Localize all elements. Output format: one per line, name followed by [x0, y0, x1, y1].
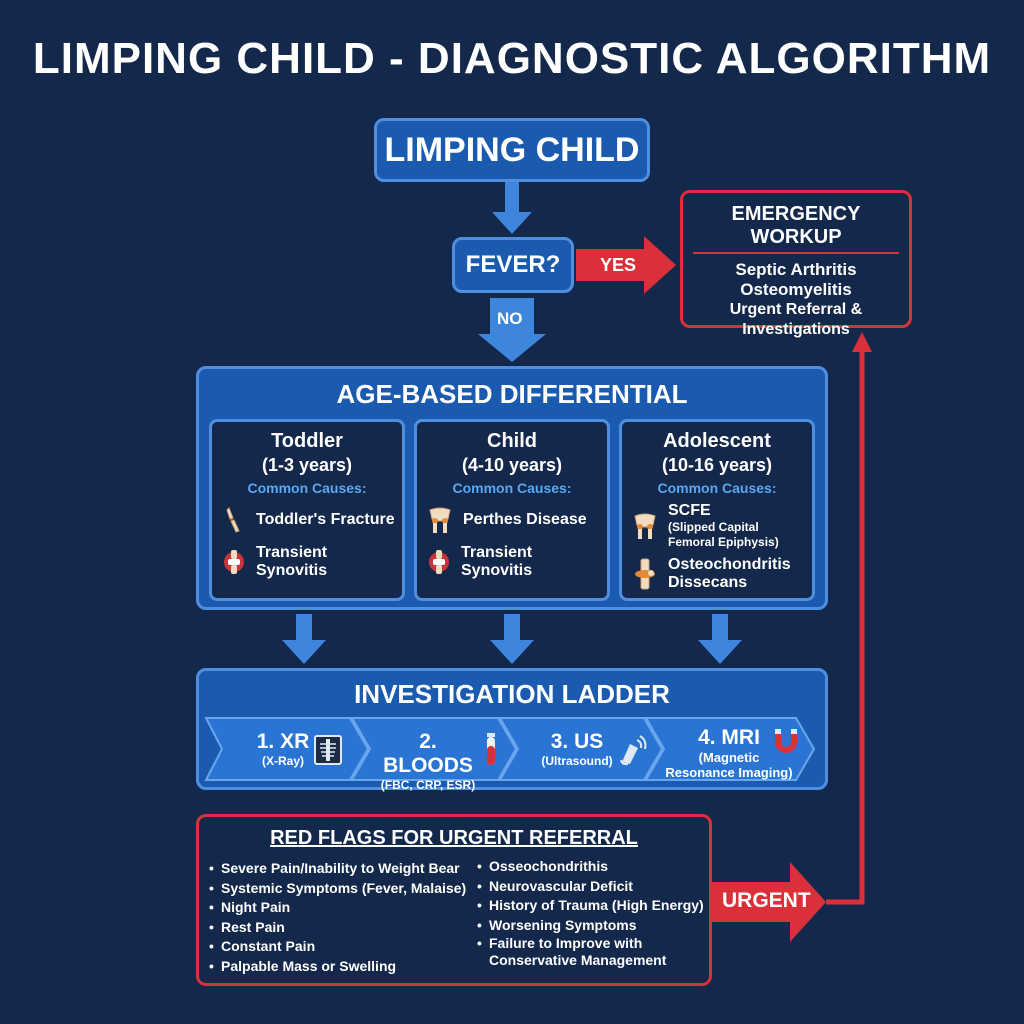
red-flag-item: Severe Pain/Inability to Weight Bear	[209, 859, 479, 879]
arrow-to-emergency	[852, 332, 872, 352]
arrow-age-to-ladder-2	[490, 614, 534, 664]
red-flag-item: Systemic Symptoms (Fever, Malaise)	[209, 879, 479, 899]
age-group-child: Child (4-10 years) Common Causes: Perthe…	[414, 419, 610, 601]
red-flag-item: Palpable Mass or Swelling	[209, 957, 479, 977]
ultrasound-probe-icon	[620, 735, 647, 766]
cause-label: Toddler's Fracture	[256, 511, 395, 528]
pelvis-icon	[429, 507, 451, 533]
red-flag-item: History of Trauma (High Energy)	[477, 896, 707, 916]
inflamed-joint-icon	[224, 550, 244, 574]
decision-fever: FEVER?	[452, 237, 574, 293]
xray-icon	[314, 735, 342, 765]
step-name: 1. XR	[256, 730, 310, 753]
emergency-workup-title: EMERGENCY WORKUP	[693, 203, 899, 254]
arrow-age-to-ladder-3	[698, 614, 742, 664]
red-flag-item: Failure to Improve with Conservative Man…	[477, 935, 707, 969]
cause-label: Transient Synovitis	[256, 544, 328, 579]
urgent-return-line	[826, 350, 865, 905]
common-causes-label: Common Causes:	[657, 480, 777, 496]
ladder-step-us: 3. US (Ultrasound)	[534, 730, 620, 768]
arrow-age-to-ladder-1	[282, 614, 326, 664]
blood-tube-icon	[487, 733, 495, 765]
cause-label: Perthes Disease	[463, 511, 587, 528]
magnet-icon	[775, 729, 797, 753]
cause-label: Transient Synovitis	[461, 544, 533, 579]
common-causes-label: Common Causes:	[247, 480, 367, 496]
step-name: 4. MRI	[698, 726, 760, 749]
age-group-adolescent: Adolescent (10-16 years) Common Causes: …	[619, 419, 815, 601]
arrow-urgent	[712, 862, 826, 942]
red-flag-item: Neurovascular Deficit	[477, 877, 707, 897]
ladder-step-bloods: 2. BLOODS (FBC, CRP, ESR)	[376, 730, 480, 792]
cause-item: Osteochondritis Dissecans	[632, 556, 812, 592]
age-group-name: Child	[487, 430, 537, 452]
age-group-toddler: Toddler (1-3 years) Common Causes: Toddl…	[209, 419, 405, 601]
arrow-fever-yes	[576, 236, 676, 294]
arrow-fever-no	[478, 298, 546, 362]
cause-item: Transient Synovitis	[427, 544, 607, 580]
start-node-limping-child: LIMPING CHILD	[374, 118, 650, 182]
inflamed-joint-icon	[429, 550, 449, 574]
step-sub: (FBC, CRP, ESR)	[380, 778, 476, 792]
emergency-item: Urgent Referral &	[729, 301, 863, 318]
cause-label: Osteochondritis Dissecans	[668, 556, 791, 591]
red-flags-list-left: Severe Pain/Inability to Weight Bear Sys…	[209, 859, 479, 976]
pelvis-icon	[634, 513, 656, 539]
age-group-name: Toddler	[271, 430, 343, 452]
age-group-range: (10-16 years)	[661, 455, 773, 475]
common-causes-label: Common Causes:	[452, 480, 572, 496]
step-name: 2. BLOODS	[383, 730, 473, 777]
red-flag-item: Night Pain	[209, 898, 479, 918]
age-differential-panel: AGE-BASED DIFFERENTIAL Toddler (1-3 year…	[196, 366, 828, 610]
step-sub: (Ultrasound)	[541, 754, 613, 768]
cause-item: Perthes Disease	[427, 506, 607, 534]
arrow-start-to-fever	[492, 182, 532, 234]
step-name: 3. US	[550, 730, 604, 753]
emergency-item: Investigations	[742, 321, 850, 338]
ladder-step-xr: 1. XR (X-Ray)	[240, 730, 326, 768]
cause-label: SCFE	[668, 502, 711, 519]
age-group-range: (1-3 years)	[261, 455, 353, 475]
red-flags-box: RED FLAGS FOR URGENT REFERRAL Severe Pai…	[196, 814, 712, 986]
red-flag-item: Worsening Symptoms	[477, 916, 707, 936]
knee-joint-icon	[635, 558, 655, 590]
page-title: LIMPING CHILD - DIAGNOSTIC ALGORITHM	[32, 34, 992, 83]
age-differential-title: AGE-BASED DIFFERENTIAL	[336, 379, 688, 409]
red-flag-item: Constant Pain	[209, 937, 479, 957]
ladder-step-mri: 4. MRI (Magnetic Resonance Imaging)	[664, 726, 794, 780]
cause-item: SCFE (Slipped Capital Femoral Epiphysis)	[632, 502, 812, 550]
red-flag-item: Osseochondrithis	[477, 857, 707, 877]
investigation-ladder-title: INVESTIGATION LADDER	[354, 679, 670, 709]
cause-item: Transient Synovitis	[222, 544, 402, 580]
age-group-range: (4-10 years)	[461, 455, 563, 475]
emergency-item: Osteomyelitis	[740, 280, 852, 299]
emergency-workup-box: EMERGENCY WORKUP Septic Arthritis Osteom…	[680, 190, 912, 338]
no-label: NO	[497, 309, 523, 328]
urgent-label: URGENT	[722, 889, 811, 912]
emergency-item: Septic Arthritis	[735, 260, 857, 279]
age-group-name: Adolescent	[663, 430, 771, 452]
step-sub: (X-Ray)	[261, 754, 304, 768]
yes-label: YES	[600, 255, 637, 275]
red-flags-list-right: Osseochondrithis Neurovascular Deficit H…	[477, 857, 707, 969]
cause-item: Toddler's Fracture	[222, 506, 402, 534]
cause-sublabel: (Slipped Capital Femoral Epiphysis)	[668, 520, 779, 549]
red-flag-item: Rest Pain	[209, 918, 479, 938]
bone-fracture-icon	[226, 507, 240, 533]
red-flags-title: RED FLAGS FOR URGENT REFERRAL	[270, 827, 638, 849]
step-sub: (Magnetic Resonance Imaging)	[665, 750, 793, 780]
